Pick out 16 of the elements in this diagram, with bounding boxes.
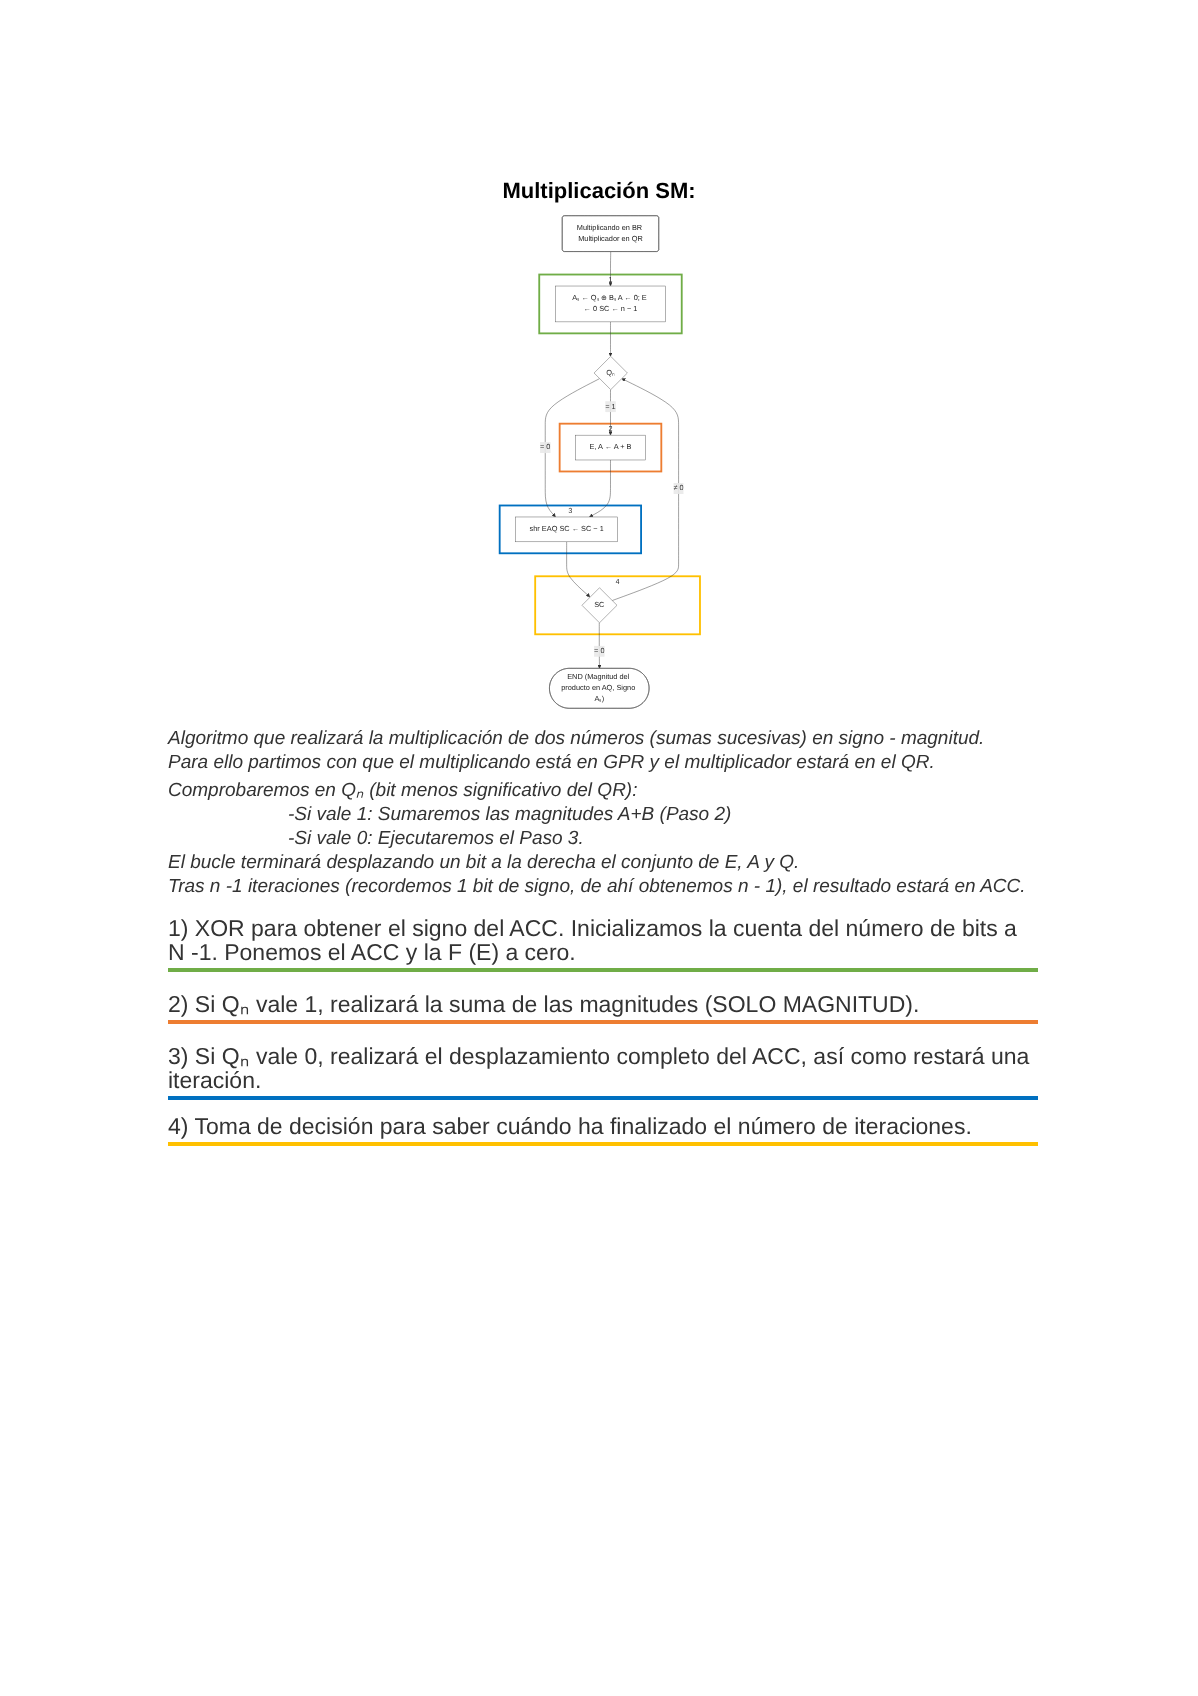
- cluster: [557, 422, 662, 473]
- note-text: Algoritmo que realizará la multiplicación de dos números (sumas sucesivas) en signo - magnitud.: [168, 728, 987, 750]
- diagram-title: Multiplicación SM:: [500, 180, 698, 204]
- note-text: -Si vale 1: Sumaremos las magnitudes A+B (Paso 2): [286, 804, 734, 826]
- note-text: -Si vale 0: Ejecutaremos el Paso 3.: [286, 828, 586, 850]
- note-text: Para ello partimos con que el multiplicando está en GPR y el multiplicador estará en el QR.: [168, 752, 937, 774]
- step-note: 4) Toma de decisión para saber cuándo ha finalizado el número de iteraciones.: [168, 1116, 1038, 1146]
- cluster: [537, 273, 682, 335]
- cluster: [497, 504, 642, 555]
- step-note: 3) Si Qₙ vale 0, realizará el desplazamiento completo del ACC, así como restará una iteración.: [168, 1040, 1038, 1100]
- note-text: Tras n -1 iteraciones (recordemos 1 bit de signo, de ahí obtenemos n - 1), el resultado estará en ACC.: [168, 876, 1028, 898]
- step-note: 1) XOR para obtener el signo del ACC. Inicializamos la cuenta del número de bits a N -1. Ponemos el ACC y la F (E) a cero.: [168, 918, 1038, 972]
- step-note: 2) Si Qₙ vale 1, realizará la suma de las magnitudes (SOLO MAGNITUD).: [168, 988, 1038, 1024]
- note-text: El bucle terminará desplazando un bit a la derecha el conjunto de E, A y Q.: [168, 852, 802, 874]
- cluster: [533, 575, 701, 636]
- note-text: Comprobaremos en Qₙ (bit menos significativo del QR):: [168, 778, 640, 802]
